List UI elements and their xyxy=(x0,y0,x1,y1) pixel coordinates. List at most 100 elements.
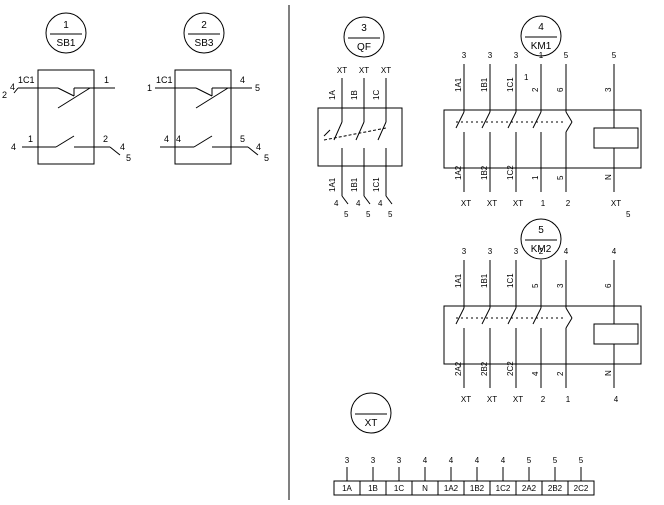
km1-top-term: 1B1 xyxy=(480,77,489,92)
km1-pole-blade xyxy=(455,111,465,129)
qf-bot-post-1: 5 xyxy=(344,210,349,219)
km1-top-wire: 3 xyxy=(462,51,467,60)
sb1-top-left-pre: 2 xyxy=(2,90,7,100)
terminal-cell-label: 1C2 xyxy=(496,484,511,493)
ref-circle-qf: 3 QF xyxy=(343,16,385,58)
qf-group: 3 QF XT XT XT 1A 1B 1C 1A1 1B1 1C1 4 4 4… xyxy=(317,16,403,219)
qf-pole-blade xyxy=(377,121,387,141)
km1-bot-term: 5 xyxy=(556,175,565,180)
qf-pole-tail xyxy=(341,195,349,205)
sb3-top-right-term: 4 xyxy=(240,75,245,85)
sb1-bot-right-post: 5 xyxy=(126,153,131,163)
qf-bot-term-2: 1B1 xyxy=(350,177,359,192)
terminal-wire-label: 4 xyxy=(475,456,480,465)
sb1-bot-left-wire: 4 xyxy=(11,142,16,152)
km2-bot-wire: XT xyxy=(461,395,471,404)
terminal-cell-label: 1B2 xyxy=(470,484,485,493)
sb1-body xyxy=(37,69,95,165)
terminal-wire-label: 4 xyxy=(423,456,428,465)
sb1-ref-name: SB1 xyxy=(57,38,76,49)
km1-top-term: 1C1 xyxy=(506,77,515,92)
ref-circle-sb1: 1 SB1 xyxy=(45,12,87,54)
km2-bot-term: 2A2 xyxy=(454,361,463,376)
qf-bot-term-1: 1A1 xyxy=(328,177,337,192)
km2-pole-blade xyxy=(481,307,491,325)
km1-bot-wire: 1 xyxy=(541,199,546,208)
terminal-cell-label: 1A xyxy=(342,484,352,493)
qf-bot-term-3: 1C1 xyxy=(372,177,381,192)
km2-coil xyxy=(593,323,639,345)
km1-top-wire: 5 xyxy=(564,51,569,60)
qf-top-term-3: 1C xyxy=(372,90,381,100)
terminal-wire-label: 3 xyxy=(397,456,402,465)
qf-bot-post-3: 5 xyxy=(388,210,393,219)
km2-top-term: 1B1 xyxy=(480,273,489,288)
sb1-ref-num: 1 xyxy=(63,20,69,31)
sb1-top-left-wire: 4 xyxy=(10,82,15,92)
terminal-cell-label: 1B xyxy=(368,484,378,493)
km1-ref-name: KM1 xyxy=(531,41,552,52)
km2-pole-blade xyxy=(532,307,542,325)
km2-group: 5 KM2 31A12A2XT31B12B2XT31C12C2XT2542432… xyxy=(443,218,642,404)
terminal-cell-label: 1C xyxy=(394,484,404,493)
km2-top-wire: 3 xyxy=(488,247,493,256)
qf-top-xt-2: XT xyxy=(359,66,369,75)
terminal-wire-label: 5 xyxy=(527,456,532,465)
sb3-top-left-term: 1C1 xyxy=(156,75,173,85)
sb1-bot-right-term: 2 xyxy=(103,134,108,144)
km2-bot-term: 2B2 xyxy=(480,361,489,376)
qf-body xyxy=(317,107,403,167)
km1-top-wire: 3 xyxy=(488,51,493,60)
km2-ref-name: KM2 xyxy=(531,244,552,255)
km1-top-term: 3 xyxy=(604,87,613,92)
sb3-top-left-pre: 1 xyxy=(147,83,152,93)
km1-top-term: 2 xyxy=(531,87,540,92)
qf-bot-post-2: 5 xyxy=(366,210,371,219)
km2-pole-nc-blade xyxy=(565,307,573,319)
km1-top-wire: 1 xyxy=(539,51,544,60)
sb1-bot-left-term: 1 xyxy=(28,134,33,144)
km2-top-wire: 4 xyxy=(612,247,617,256)
km1-bot-term: 1A2 xyxy=(454,165,463,180)
km1-pole-blade xyxy=(532,111,542,129)
km1-coil-post: 5 xyxy=(626,210,631,219)
sb1-top-left-term: 1C1 xyxy=(18,75,35,85)
sb3-group: 2 SB3 1 1C1 4 5 4 4 5 4 5 xyxy=(147,12,269,165)
qf-bot-wire-1: 4 xyxy=(334,199,339,208)
km2-top-wire: 4 xyxy=(564,247,569,256)
qf-pole-blade xyxy=(355,121,365,141)
qf-ref-num: 3 xyxy=(361,23,367,34)
qf-pole-tail xyxy=(385,195,393,205)
sb3-body xyxy=(174,69,232,165)
km2-top-term: 1A1 xyxy=(454,273,463,288)
ref-circle-sb3: 2 SB3 xyxy=(183,12,225,54)
terminal-cell-label: 2B2 xyxy=(548,484,563,493)
km1-top-term: 6 xyxy=(556,87,565,92)
km2-bot-wire: 2 xyxy=(541,395,546,404)
km2-bot-term: 4 xyxy=(531,371,540,376)
xt-ref-name: XT xyxy=(365,418,378,429)
qf-ref-name: QF xyxy=(357,42,371,53)
km2-top-term: 5 xyxy=(531,283,540,288)
qf-pole-blade xyxy=(333,121,343,141)
terminal-wire-label: 5 xyxy=(553,456,558,465)
sb3-bot-right-post: 5 xyxy=(264,153,269,163)
km2-top-term: 3 xyxy=(556,283,565,288)
km2-bot-wire: XT xyxy=(513,395,523,404)
km1-bot-wire: XT xyxy=(487,199,497,208)
km1-body xyxy=(443,109,642,169)
sb1-group: 1 SB1 2 4 1C1 1 4 1 2 4 5 xyxy=(2,12,131,165)
km2-pole-blade xyxy=(455,307,465,325)
km2-bot-term: 2C2 xyxy=(506,361,515,376)
km1-group: 4 KM1 31A11A2XT31B11B2XT31C11C2XT1211565… xyxy=(443,15,642,219)
km2-bot-term: 2 xyxy=(556,371,565,376)
ref-circle-xt: XT xyxy=(350,392,392,434)
km1-coil xyxy=(593,127,639,149)
km2-top-term: 1C1 xyxy=(506,273,515,288)
sb3-top-right-wire: 5 xyxy=(255,83,260,93)
sb3-ref-num: 2 xyxy=(201,20,207,31)
